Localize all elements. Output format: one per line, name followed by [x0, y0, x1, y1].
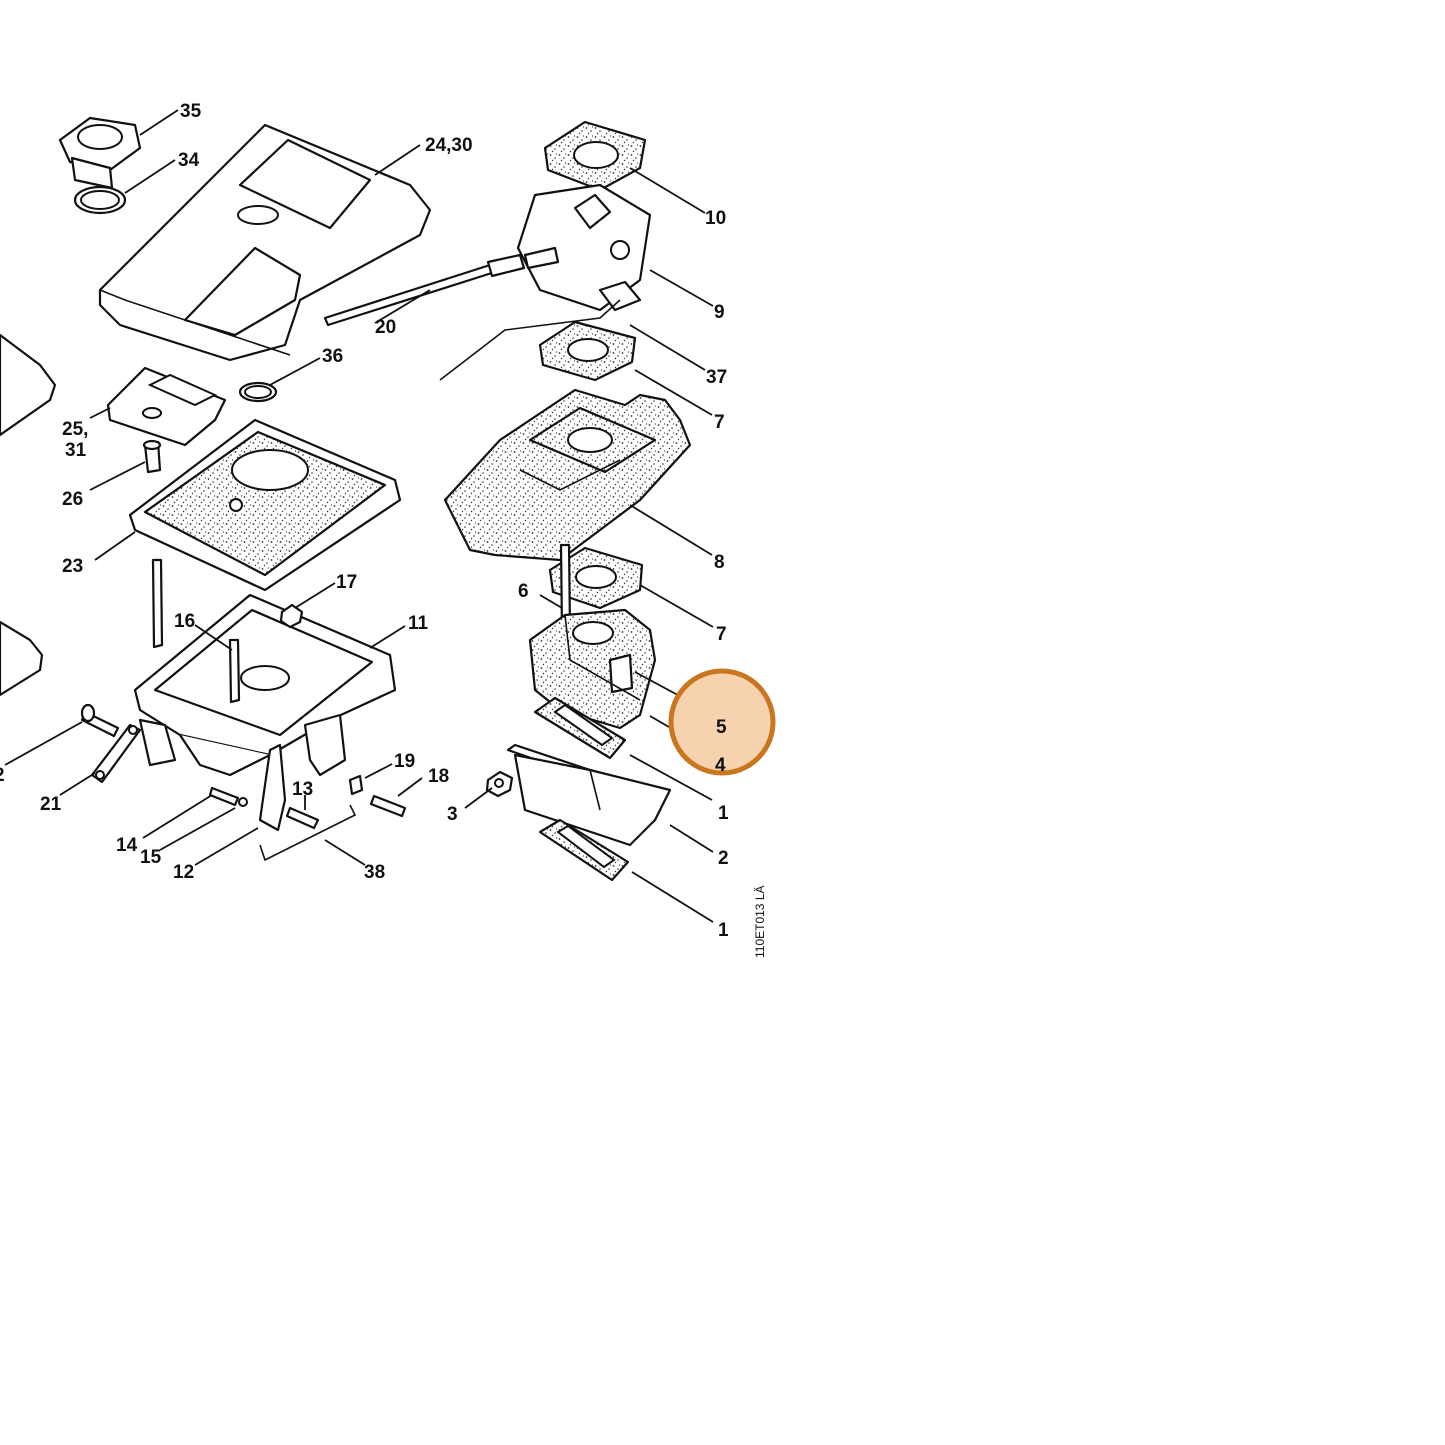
air-filter — [128, 418, 402, 592]
label-5: 5 — [716, 717, 727, 738]
filler-cap — [58, 116, 142, 190]
gasket-4 — [533, 696, 627, 760]
label-20: 20 — [375, 317, 396, 338]
base-plate — [106, 366, 227, 447]
throttle-rod — [323, 253, 526, 327]
lever-12 — [258, 743, 287, 832]
label-1-upper: 1 — [718, 803, 729, 824]
label-26: 26 — [62, 489, 83, 510]
screw-13 — [285, 806, 320, 830]
filter-base — [133, 593, 397, 777]
circlip — [238, 381, 278, 403]
screw-18 — [369, 794, 407, 818]
label-19: 19 — [394, 751, 415, 772]
carburetor — [439, 183, 652, 381]
label-36: 36 — [322, 346, 343, 367]
label-34: 34 — [178, 150, 200, 171]
drawing-reference: 110ET013 LÄ — [753, 886, 767, 959]
label-4: 4 — [715, 755, 726, 776]
heat-shield — [506, 743, 672, 847]
label-2: 2 — [718, 848, 729, 869]
label-16: 16 — [174, 611, 195, 632]
label-21: 21 — [40, 794, 62, 815]
label-1-lower: 1 — [718, 920, 729, 941]
carburetor-gasket-top — [543, 120, 647, 192]
label-23: 23 — [62, 556, 83, 577]
label-10: 10 — [705, 208, 726, 229]
label-11: 11 — [408, 613, 429, 634]
label-24-30: 24,30 — [425, 135, 473, 156]
link-21 — [90, 723, 142, 784]
label-7-middle: 7 — [716, 624, 727, 645]
label-15: 15 — [140, 847, 162, 868]
gasket-37 — [538, 320, 637, 382]
intake-manifold — [528, 608, 657, 730]
nut-3 — [485, 770, 514, 798]
wire-38 — [259, 804, 357, 862]
label-18: 18 — [428, 766, 449, 787]
gasket-1-lower — [538, 818, 630, 882]
nut-17 — [279, 603, 304, 629]
screw-left — [80, 703, 120, 738]
label-35: 35 — [180, 101, 202, 122]
gasket-7-middle — [548, 546, 644, 610]
label-3: 3 — [447, 804, 458, 825]
label-2-left: 2 — [0, 765, 5, 786]
label-12: 12 — [173, 862, 194, 883]
highlight-circle — [668, 668, 776, 776]
partial-cover-left-edge — [0, 333, 57, 697]
label-9: 9 — [714, 302, 725, 323]
label-25-31-b: 31 — [65, 440, 87, 461]
carburetor-shroud — [98, 123, 432, 362]
stud-16 — [151, 558, 241, 704]
screw-14-15 — [208, 786, 248, 807]
leader-lines — [4, 109, 716, 923]
nut-19 — [348, 774, 364, 796]
label-7-top: 7 — [714, 412, 725, 433]
label-14: 14 — [116, 835, 138, 856]
label-37: 37 — [706, 367, 727, 388]
label-13: 13 — [292, 779, 313, 800]
label-25-31-a: 25, — [62, 419, 88, 440]
baffle-plate — [443, 388, 692, 562]
label-17: 17 — [336, 572, 357, 593]
screw-26 — [142, 439, 162, 474]
label-8: 8 — [714, 552, 725, 573]
o-ring — [73, 185, 127, 215]
callout-labels: 35 34 24,30 10 9 20 36 37 7 25, 31 26 23… — [0, 101, 729, 941]
label-38: 38 — [364, 862, 385, 883]
label-6: 6 — [518, 581, 529, 602]
